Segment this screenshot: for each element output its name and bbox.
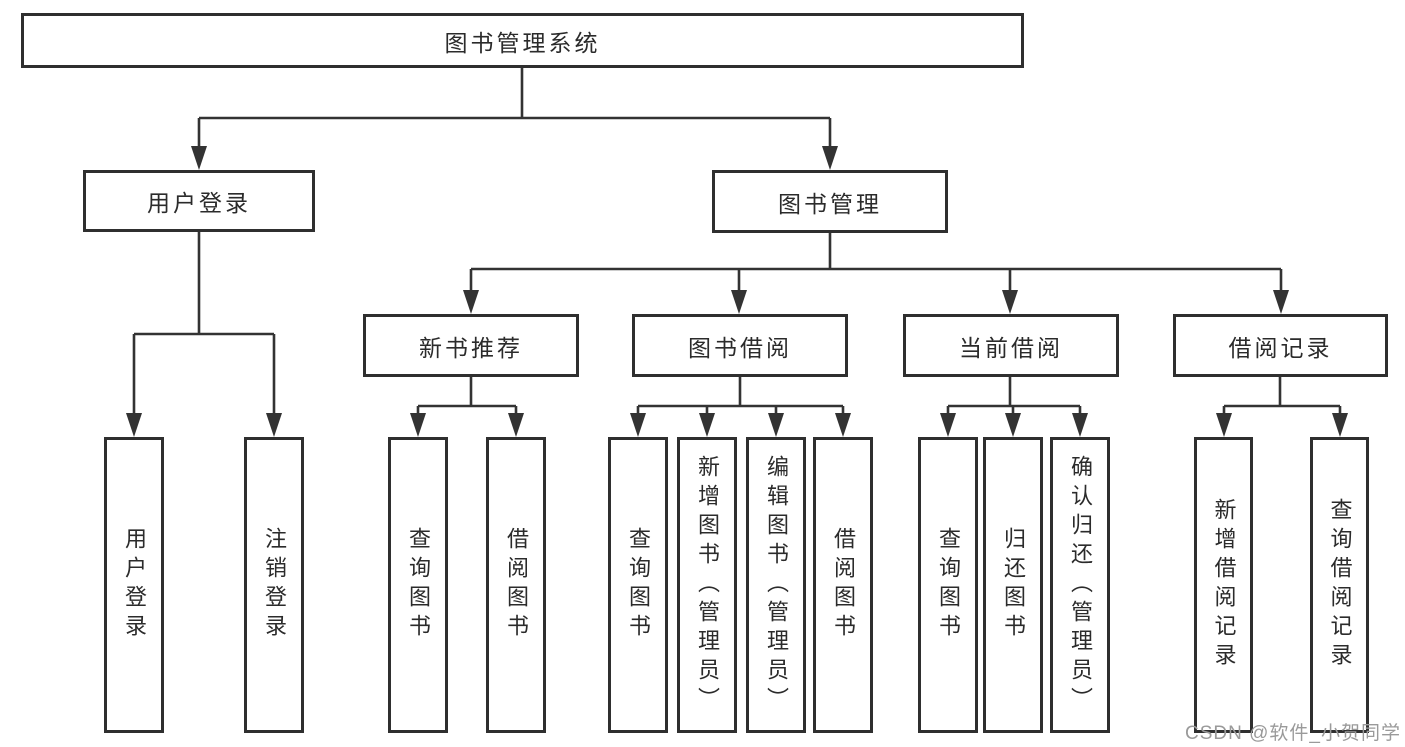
arrowhead	[463, 290, 479, 314]
arrowhead	[410, 413, 426, 437]
arrowhead	[1072, 413, 1088, 437]
leaf-user-login: 用户登录	[104, 437, 164, 733]
leaf-label: 用户登录	[122, 527, 147, 643]
leaf-query-books-recommend: 查询图书	[388, 437, 448, 733]
leaf-label: 新增借阅记录	[1211, 498, 1237, 672]
leaf-label: 查询图书	[626, 527, 651, 643]
arrowhead	[508, 413, 524, 437]
node-borrowing-records: 借阅记录	[1173, 314, 1388, 377]
node-new-book-recommendation: 新书推荐	[363, 314, 579, 377]
leaf-label: 新增图书（管理员）	[695, 454, 720, 716]
node-label: 新书推荐	[419, 334, 523, 361]
arrowhead	[768, 413, 784, 437]
arrowhead	[191, 146, 207, 170]
leaf-logout-login: 注销登录	[244, 437, 304, 733]
leaf-confirm-return-admin: 确认归还（管理员）	[1050, 437, 1110, 733]
node-book-borrowing: 图书借阅	[632, 314, 848, 377]
arrowhead	[822, 146, 838, 170]
node-label: 借阅记录	[1228, 334, 1333, 361]
node-label: 图书管理	[778, 190, 882, 217]
leaf-query-borrow-record: 查询借阅记录	[1310, 437, 1369, 733]
leaf-label: 借阅图书	[504, 527, 529, 643]
leaf-borrow-books-borrowing: 借阅图书	[813, 437, 873, 733]
leaf-query-books-current: 查询图书	[918, 437, 978, 733]
node-label: 当前借阅	[959, 334, 1063, 361]
arrowhead	[1005, 413, 1021, 437]
leaf-label: 归还图书	[1001, 527, 1026, 643]
arrowhead	[126, 413, 142, 437]
arrowhead	[731, 290, 747, 314]
leaf-add-book-admin: 新增图书（管理员）	[677, 437, 737, 733]
leaf-label: 查询借阅记录	[1327, 498, 1353, 672]
node-label: 图书管理系统	[444, 29, 601, 56]
node-label: 用户登录	[147, 190, 251, 216]
leaf-edit-book-admin: 编辑图书（管理员）	[746, 437, 806, 733]
arrowhead	[1332, 413, 1348, 437]
arrowhead	[1002, 290, 1018, 314]
node-library-management-system: 图书管理系统	[21, 13, 1024, 68]
connector-path	[132, 68, 1342, 418]
arrowhead	[699, 413, 715, 437]
leaf-return-book: 归还图书	[983, 437, 1043, 733]
arrowhead	[1216, 413, 1232, 437]
arrowhead	[266, 413, 282, 437]
node-current-borrowing: 当前借阅	[903, 314, 1119, 377]
leaf-label: 查询图书	[406, 527, 431, 643]
arrowhead	[940, 413, 956, 437]
leaf-label: 确认归还（管理员）	[1068, 454, 1093, 716]
leaf-borrow-books-recommend: 借阅图书	[486, 437, 546, 733]
arrowhead	[835, 413, 851, 437]
leaf-label: 查询图书	[936, 527, 961, 643]
node-book-management: 图书管理	[712, 170, 948, 233]
arrowhead	[1273, 290, 1289, 314]
arrowhead	[630, 413, 646, 437]
node-label: 图书借阅	[688, 334, 792, 361]
node-user-login: 用户登录	[83, 170, 315, 232]
leaf-label: 编辑图书（管理员）	[764, 454, 789, 716]
leaf-label: 借阅图书	[831, 527, 856, 643]
leaf-query-books-borrowing: 查询图书	[608, 437, 668, 733]
watermark-text: CSDN @软件_小贺同学	[1185, 723, 1401, 744]
leaf-label: 注销登录	[262, 527, 287, 643]
arrowhead-group	[126, 146, 1348, 437]
leaf-add-borrow-record: 新增借阅记录	[1194, 437, 1253, 733]
